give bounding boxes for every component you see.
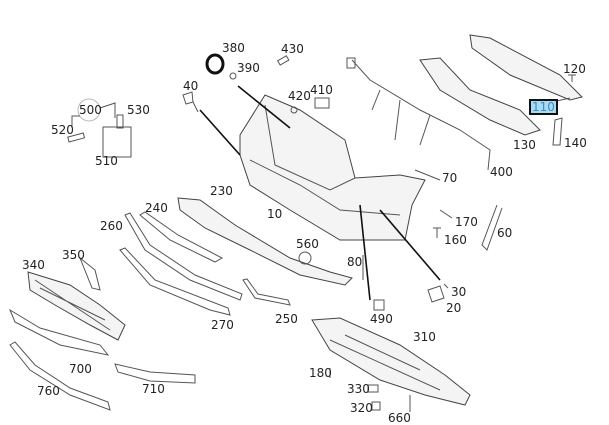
part-230[interactable] [177, 197, 353, 286]
callout-760[interactable]: 760 [37, 384, 60, 398]
callout-490[interactable]: 490 [370, 312, 393, 326]
callout-40[interactable]: 40 [183, 79, 199, 93]
callout-20[interactable]: 20 [446, 301, 462, 315]
part-310-underbody[interactable] [311, 317, 471, 406]
part-380-emblem[interactable] [205, 53, 225, 75]
part-500-circle [77, 98, 101, 122]
callout-240[interactable]: 240 [145, 201, 168, 215]
callout-230[interactable]: 230 [210, 184, 233, 198]
part-40[interactable] [182, 91, 199, 113]
callout-530[interactable]: 530 [127, 103, 150, 117]
part-530[interactable] [116, 114, 124, 129]
part-510-bracket[interactable] [102, 126, 132, 158]
part-250[interactable] [242, 278, 291, 306]
callout-180[interactable]: 180 [309, 366, 332, 380]
callout-510[interactable]: 510 [95, 154, 118, 168]
callout-330[interactable]: 330 [347, 382, 370, 396]
part-560[interactable] [298, 251, 312, 265]
part-60[interactable] [481, 204, 503, 251]
callout-60[interactable]: 60 [497, 226, 513, 240]
part-140[interactable] [552, 117, 563, 146]
callout-250[interactable]: 250 [275, 312, 298, 326]
part-400-wiring-harness[interactable] [351, 59, 491, 171]
part-490[interactable] [373, 299, 385, 311]
part-120[interactable] [568, 74, 576, 82]
callout-390[interactable]: 390 [237, 61, 260, 75]
callout-10[interactable]: 10 [267, 207, 283, 221]
callout-270[interactable]: 270 [211, 318, 234, 332]
callout-260[interactable]: 260 [100, 219, 123, 233]
callout-120[interactable]: 120 [563, 62, 586, 76]
part-20[interactable] [427, 285, 445, 303]
callout-170[interactable]: 170 [455, 215, 478, 229]
callout-710[interactable]: 710 [142, 382, 165, 396]
part-110-beam[interactable] [469, 34, 583, 101]
part-160[interactable] [433, 227, 441, 238]
callout-310[interactable]: 310 [413, 330, 436, 344]
callout-350[interactable]: 350 [62, 248, 85, 262]
callout-340[interactable]: 340 [22, 258, 45, 272]
callout-500[interactable]: 500 [79, 103, 102, 117]
callout-420[interactable]: 420 [288, 89, 311, 103]
callout-520[interactable]: 520 [51, 123, 74, 137]
callout-700[interactable]: 700 [69, 362, 92, 376]
callout-400[interactable]: 400 [490, 165, 513, 179]
callout-160[interactable]: 160 [444, 233, 467, 247]
part-430[interactable] [276, 55, 290, 66]
part-700[interactable] [8, 308, 110, 356]
callout-130[interactable]: 130 [513, 138, 536, 152]
callout-110-selected[interactable]: 110 [529, 99, 558, 115]
part-390[interactable] [229, 72, 237, 80]
callout-660[interactable]: 660 [388, 411, 411, 425]
callout-80[interactable]: 80 [347, 255, 363, 269]
part-760[interactable] [9, 341, 111, 411]
callout-320[interactable]: 320 [350, 401, 373, 415]
callout-380[interactable]: 380 [222, 41, 245, 55]
part-710[interactable] [114, 363, 196, 384]
part-240[interactable] [139, 211, 224, 263]
callout-410[interactable]: 410 [310, 83, 333, 97]
part-520-bolt[interactable] [67, 132, 86, 143]
part-260[interactable] [124, 212, 243, 301]
callout-30[interactable]: 30 [451, 285, 467, 299]
part-30[interactable] [443, 283, 449, 289]
part-70[interactable] [414, 169, 441, 181]
part-350[interactable] [78, 256, 101, 291]
part-10-bumper-cover[interactable] [239, 94, 426, 241]
part-330[interactable] [367, 384, 379, 393]
callout-70[interactable]: 70 [442, 171, 458, 185]
part-130-absorber[interactable] [419, 57, 541, 136]
part-270[interactable] [119, 247, 231, 316]
callout-560[interactable]: 560 [296, 237, 319, 251]
callout-140[interactable]: 140 [564, 136, 587, 150]
part-320[interactable] [371, 401, 381, 411]
part-170[interactable] [439, 209, 453, 219]
callout-430[interactable]: 430 [281, 42, 304, 56]
